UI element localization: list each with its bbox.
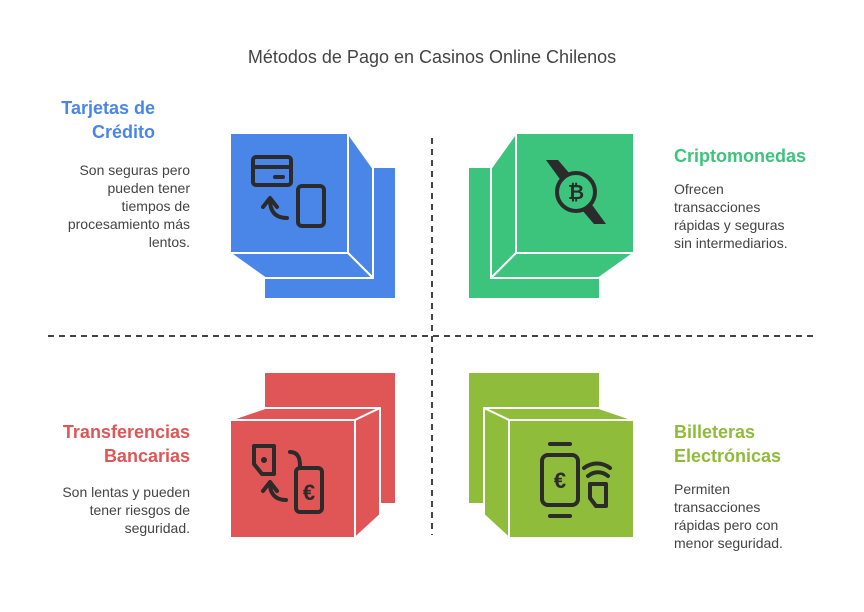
description-line: seguridad.: [124, 520, 190, 536]
description-line: Ofrecen: [674, 181, 724, 197]
heading-line: Crédito: [92, 122, 155, 142]
description-line: Permiten: [674, 481, 731, 497]
credit-card-cube: [229, 132, 395, 298]
description-line: tener riesgos de: [89, 502, 190, 518]
heading-line: Criptomonedas: [674, 146, 807, 166]
heading-billeteras-electronicas: Billeteras Electrónicas: [674, 420, 844, 468]
bitcoin-exchange-icon: ₿: [546, 160, 606, 224]
description-line: rápidas pero con: [674, 517, 779, 533]
description-line: pueden tener: [107, 180, 190, 196]
svg-text:₿: ₿: [568, 182, 584, 204]
crypto-cube: ₿: [469, 132, 635, 298]
euro-glyph: €: [554, 468, 566, 493]
bank-transfer-cube: €: [229, 373, 395, 539]
e-wallet-cube: €: [469, 373, 635, 539]
bank-transfer-euro-icon: [252, 444, 324, 514]
description-line: menor seguridad.: [674, 535, 783, 551]
description-line: sin intermediarios.: [674, 235, 788, 251]
heading-line: Tarjetas de: [61, 98, 155, 118]
heading-line: Transferencias: [62, 422, 190, 442]
description-line: transacciones: [674, 199, 761, 215]
euro-glyph: €: [303, 480, 315, 505]
description-line: tiempos de: [121, 198, 190, 214]
heading-line: Bancarias: [103, 446, 190, 466]
description-transferencias-bancarias: Son lentas y pueden tener riesgos de seg…: [20, 483, 190, 537]
heading-line: Billeteras: [674, 422, 756, 442]
description-line: procesamiento más: [67, 216, 190, 232]
description-tarjetas-de-credito: Son seguras pero pueden tener tiempos de…: [30, 161, 190, 251]
description-billeteras-electronicas: Permiten transacciones rápidas pero con …: [674, 480, 844, 552]
description-line: Son seguras pero: [79, 162, 190, 178]
credit-card-to-phone-icon: [251, 155, 326, 228]
heading-criptomonedas: Criptomonedas: [674, 144, 844, 168]
description-line: lentos.: [148, 234, 190, 250]
diagram-title: Métodos de Pago en Casinos Online Chilen…: [247, 47, 617, 67]
description-criptomonedas: Ofrecen transacciones rápidas y seguras …: [674, 180, 844, 252]
smartwatch-euro-wallet-icon: [540, 442, 612, 518]
heading-transferencias-bancarias: Transferencias Bancarias: [20, 420, 190, 468]
heading-tarjetas-de-credito: Tarjetas de Crédito: [40, 96, 155, 144]
description-line: Son lentas y pueden: [62, 484, 190, 500]
heading-line: Electrónicas: [674, 446, 782, 466]
description-line: rápidas y seguras: [674, 217, 785, 233]
description-line: transacciones: [674, 499, 761, 515]
